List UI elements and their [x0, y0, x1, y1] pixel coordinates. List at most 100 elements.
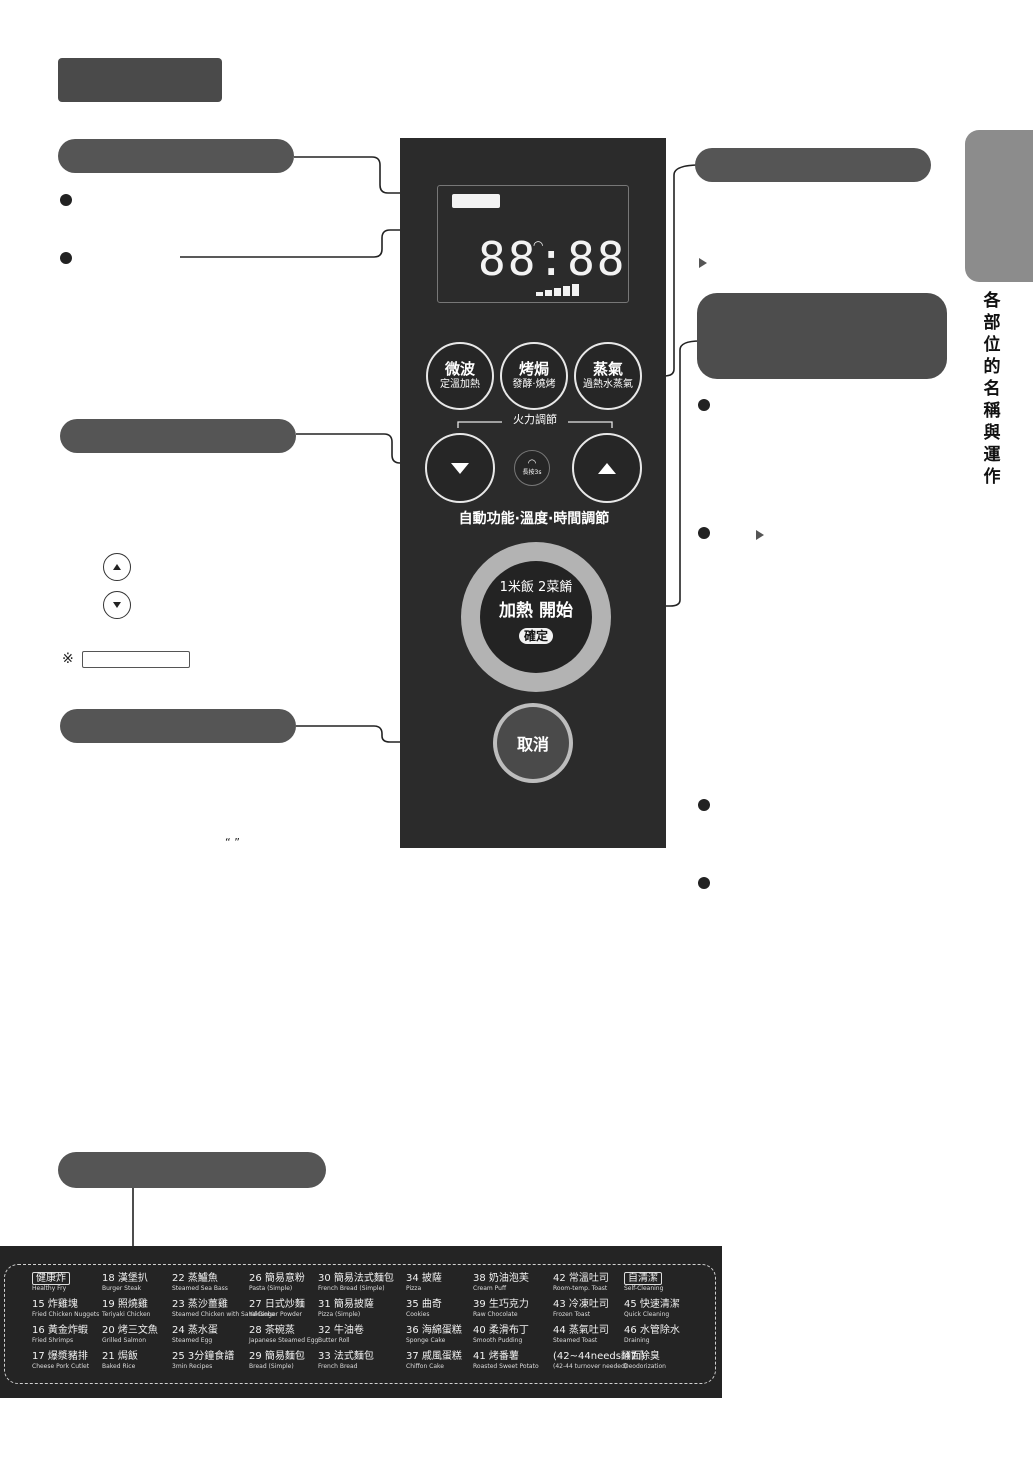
- power-label: 火力調節: [513, 413, 557, 426]
- menu-item-english: Yakisoba: [249, 1311, 275, 1318]
- arrow-right-icon: [699, 258, 707, 268]
- bullet: [60, 194, 72, 206]
- menu-item-english: Steamed Egg: [172, 1337, 213, 1344]
- menu-item-english: Teriyaki Chicken: [102, 1311, 151, 1318]
- level-bar-3: [554, 288, 561, 296]
- menu-item-name: 自清潔: [624, 1272, 663, 1285]
- chapter-tab: [965, 130, 1033, 282]
- power-bracket: [457, 421, 613, 428]
- menu-item-english: Roasted Sweet Potato: [473, 1363, 539, 1370]
- display-tag: [452, 194, 500, 208]
- steam-button[interactable]: 蒸氣 過熱水蒸氣: [574, 342, 642, 410]
- menu-item-name: 37 戚風蛋糕: [406, 1351, 462, 1362]
- menu-item-english: French Bread (Simple): [318, 1285, 385, 1292]
- microwave-sublabel: 定溫加熱: [440, 379, 480, 390]
- up-arrow-icon: [598, 462, 616, 474]
- menu-item: (42~44needs翻面)(42-44 turnover needed): [553, 1351, 645, 1370]
- menu-item-english: Fried Shrimps: [32, 1337, 74, 1344]
- quote-marks: “ ”: [225, 836, 240, 849]
- menu-item-english: Quick Cleaning: [624, 1311, 670, 1318]
- oven-sublabel: 發酵·燒烤: [512, 379, 556, 390]
- level-bar-2: [545, 290, 552, 296]
- menu-item-name: 16 黃金炸蝦: [32, 1325, 88, 1336]
- cancel-button[interactable]: 取消: [497, 707, 569, 779]
- menu-item-english: Fried Chicken Nuggets: [32, 1311, 100, 1318]
- start-label-2: 加熱 開始: [499, 601, 573, 621]
- menu-item-name: 32 牛油卷: [318, 1325, 364, 1336]
- menu-item-name: 23 蒸沙薑雞: [172, 1299, 228, 1310]
- menu-item-name: 24 蒸水蛋: [172, 1325, 218, 1336]
- menu-item-english: Pasta (Simple): [249, 1285, 293, 1292]
- menu-item-name: 38 奶油泡芙: [473, 1273, 529, 1284]
- start-callout-box: [697, 293, 947, 379]
- menu-item-name: 27 日式炒麵: [249, 1299, 305, 1310]
- menu-item-name: 15 炸雞塊: [32, 1299, 78, 1310]
- wifi-button[interactable]: ◠ 長按3s: [514, 450, 550, 486]
- menu-item-english: Cheese Pork Cutlet: [32, 1363, 90, 1370]
- menu-dashed-border: [4, 1264, 716, 1384]
- wifi-label: 長按3s: [522, 469, 542, 476]
- menu-item-name: 33 法式麵包: [318, 1351, 374, 1362]
- bullet: [60, 252, 72, 264]
- up-triangle-icon: [113, 564, 121, 570]
- up-button[interactable]: [572, 433, 642, 503]
- confirm-badge: 確定: [518, 628, 553, 644]
- menu-item-name: 35 曲奇: [406, 1299, 442, 1310]
- menu-item-english: French Bread: [318, 1363, 358, 1370]
- bullet: [698, 527, 710, 539]
- start-label-1: 1米飯 2菜餚: [499, 580, 573, 595]
- menu-item-name: 18 漢堡扒: [102, 1273, 148, 1284]
- menu-item-english: Smooth Pudding: [473, 1337, 523, 1344]
- menu-item-english: 3min Recipes: [172, 1363, 213, 1370]
- menu-item-english: Frozen Toast: [553, 1311, 591, 1318]
- menu-item-name: 45 快速清潔: [624, 1299, 680, 1310]
- menu-item-english: (42-44 turnover needed): [553, 1363, 628, 1370]
- menu-panel: [0, 1246, 722, 1398]
- level-bar-1: [536, 292, 543, 296]
- menu-item-name: 30 簡易法式麵包: [318, 1273, 394, 1284]
- level-bar-5: [572, 284, 579, 296]
- menu-item-name: 43 冷凍吐司: [553, 1299, 609, 1310]
- oven-button[interactable]: 烤焗 發酵·燒烤: [500, 342, 568, 410]
- down-button[interactable]: [425, 433, 495, 503]
- oven-label: 烤焗: [518, 360, 549, 378]
- microwave-button[interactable]: 微波 定溫加熱: [426, 342, 494, 410]
- menu-item-name: 40 柔滑布丁: [473, 1325, 529, 1336]
- menu-item-name: 46 水管除水: [624, 1325, 680, 1336]
- menu-item-name: 22 蒸鱸魚: [172, 1273, 218, 1284]
- steam-sublabel: 過熱水蒸氣: [583, 379, 633, 390]
- menu-item-english: Baked Rice: [102, 1363, 136, 1370]
- line-cancel: [296, 725, 493, 743]
- line-adjust: [296, 433, 424, 464]
- line-display: [294, 156, 448, 194]
- menu-item-name: 17 爆漿豬排: [32, 1351, 88, 1362]
- segment-digits: 88:88: [478, 232, 627, 286]
- note-mark: ※: [62, 651, 74, 667]
- start-button[interactable]: [480, 561, 592, 673]
- line-steam: [646, 164, 701, 377]
- menu-item-english: Sponge Cake: [406, 1337, 446, 1344]
- bullet: [698, 799, 710, 811]
- up-key-symbol: [103, 553, 131, 581]
- menu-callout-pill: [58, 1152, 326, 1188]
- menu-item-english: Chiffon Cake: [406, 1363, 444, 1370]
